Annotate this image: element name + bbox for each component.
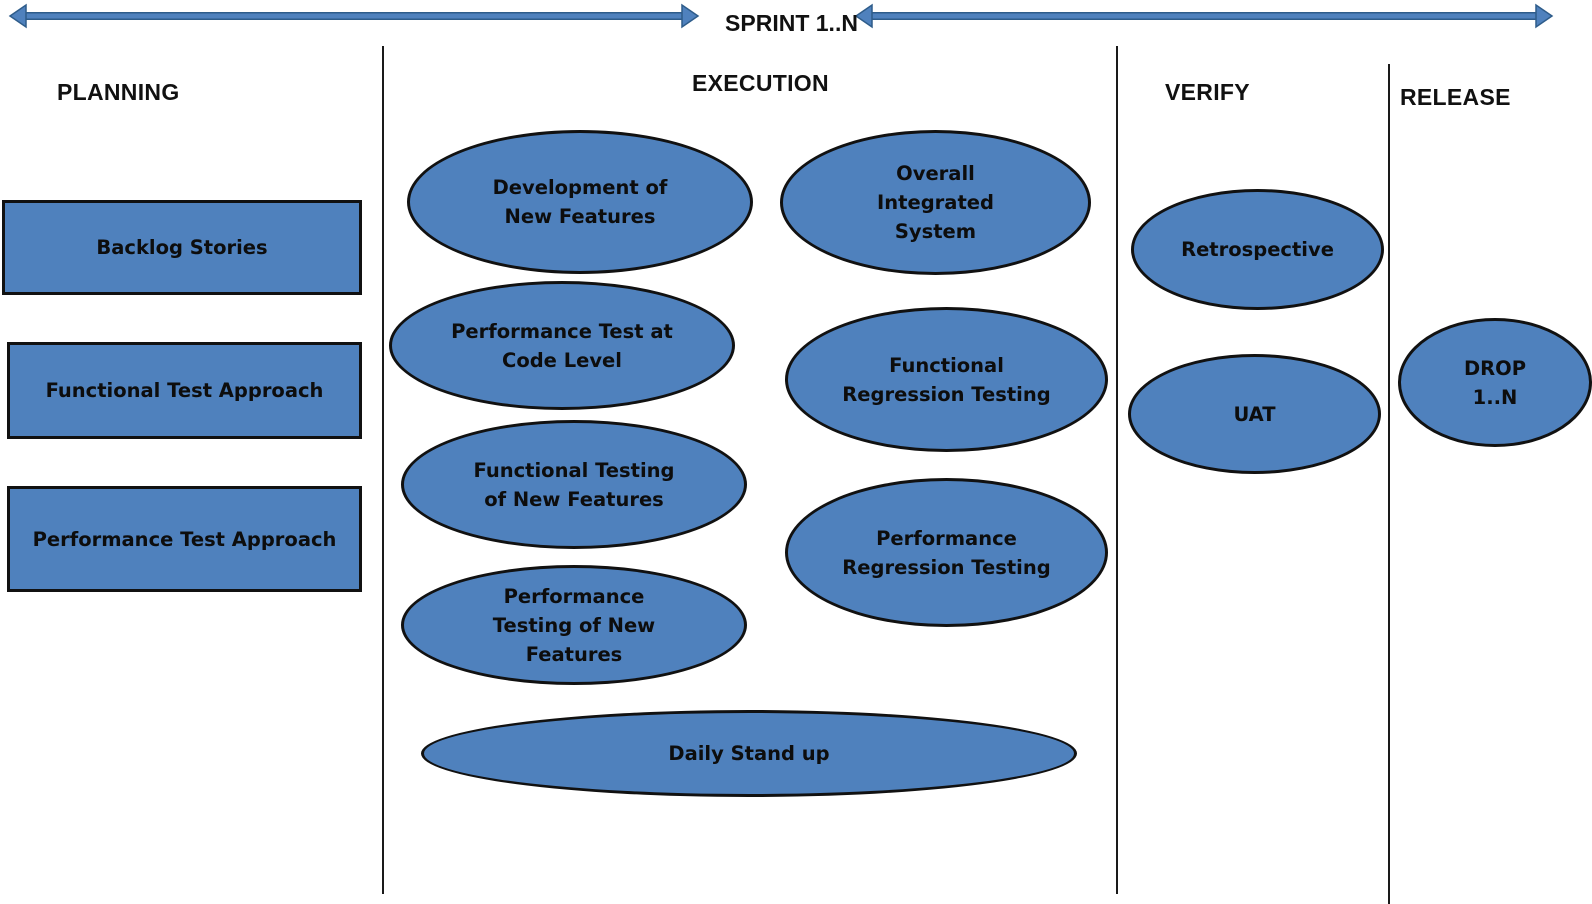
execution-daily-stand-up: Daily Stand up: [421, 710, 1077, 797]
planning-backlog-stories-box: Backlog Stories: [2, 200, 362, 295]
execution-performance-test-code-level: Performance Test at Code Level: [389, 281, 735, 410]
execution-development-new-features-label: Development of New Features: [492, 176, 668, 228]
verify-uat: UAT: [1128, 354, 1381, 474]
sprint-arrow-right: [854, 3, 1554, 29]
phase-heading-verify: VERIFY: [1165, 79, 1250, 105]
divider-execution-verify: [1116, 46, 1118, 894]
planning-functional-test-approach-box: Functional Test Approach: [7, 342, 362, 439]
sprint-label: SPRINT 1..N: [725, 10, 858, 36]
execution-development-new-features: Development of New Features: [407, 130, 753, 274]
execution-functional-testing-new-features-label: Functional Testing of New Features: [473, 458, 675, 511]
release-drop: DROP 1..N: [1398, 318, 1592, 447]
planning-performance-test-approach-label: Performance Test Approach: [32, 527, 337, 551]
divider-planning-execution: [382, 46, 384, 894]
execution-functional-testing-new-features: Functional Testing of New Features: [401, 420, 747, 549]
release-drop-label: DROP 1..N: [1463, 356, 1527, 409]
execution-functional-regression-testing-label: Functional Regression Testing: [842, 353, 1051, 406]
verify-uat-label: UAT: [1233, 402, 1276, 426]
execution-performance-testing-new-features: Performance Testing of New Features: [401, 565, 747, 685]
phase-heading-execution: EXECUTION: [692, 70, 829, 96]
sprint-arrows: [8, 3, 1554, 29]
execution-performance-test-code-level-label: Performance Test at Code Level: [451, 319, 673, 372]
execution-performance-testing-new-features-label: Performance Testing of New Features: [492, 584, 656, 666]
execution-overall-integrated-system-label: Overall Integrated System: [877, 162, 994, 243]
sprint-arrow-left: [8, 3, 700, 29]
phase-heading-planning: PLANNING: [57, 79, 180, 105]
execution-daily-stand-up-label: Daily Stand up: [668, 742, 830, 765]
planning-functional-test-approach-label: Functional Test Approach: [45, 379, 324, 402]
execution-overall-integrated-system: Overall Integrated System: [780, 130, 1091, 275]
divider-verify-release: [1388, 64, 1390, 904]
phase-heading-release: RELEASE: [1400, 84, 1511, 110]
verify-retrospective: Retrospective: [1131, 189, 1384, 310]
verify-retrospective-label: Retrospective: [1181, 238, 1334, 261]
execution-performance-regression-testing-label: Performance Regression Testing: [842, 526, 1051, 579]
execution-functional-regression-testing: Functional Regression Testing: [785, 307, 1108, 452]
planning-performance-test-approach-box: Performance Test Approach: [7, 486, 362, 592]
execution-performance-regression-testing: Performance Regression Testing: [785, 478, 1108, 627]
planning-backlog-stories-label: Backlog Stories: [96, 236, 268, 259]
